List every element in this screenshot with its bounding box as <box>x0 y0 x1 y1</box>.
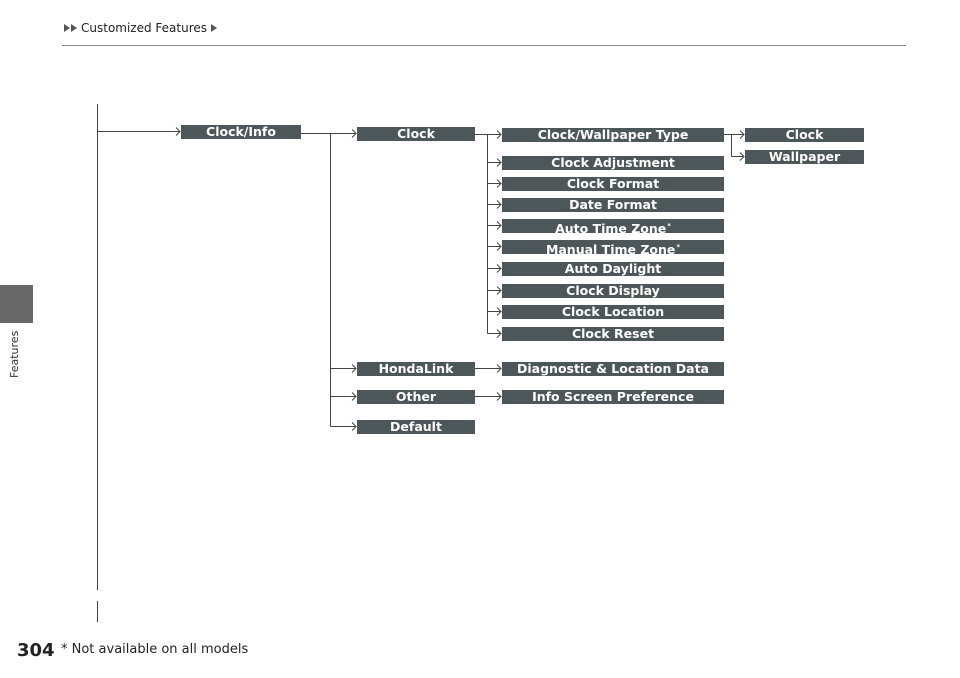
arrow-right-icon <box>211 24 218 32</box>
menu-manual-time-zone-label: Manual Time Zone <box>545 242 676 255</box>
menu-clock-location: Clock Location <box>502 305 724 319</box>
asterisk-mark: * <box>667 222 671 230</box>
menu-other: Other <box>357 390 475 404</box>
menu-clock-display: Clock Display <box>502 284 724 298</box>
menu-clock-adjustment: Clock Adjustment <box>502 156 724 170</box>
menu-default: Default <box>357 420 475 434</box>
menu-auto-time-zone: Auto Time Zone* <box>502 219 724 233</box>
menu-info-screen-preference: Info Screen Preference <box>502 390 724 404</box>
arrow-right-icon <box>71 24 77 32</box>
menu-auto-daylight: Auto Daylight <box>502 262 724 276</box>
section-tab-marker <box>0 285 33 323</box>
menu-clock-wallpaper-type: Clock/Wallpaper Type <box>502 128 724 142</box>
page-number: 304 <box>17 640 55 661</box>
asterisk-mark: * <box>676 243 681 251</box>
menu-auto-time-zone-label: Auto Time Zone <box>555 221 667 234</box>
menu-date-format: Date Format <box>502 198 724 212</box>
menu-root-clock-info: Clock/Info <box>181 125 301 139</box>
menu-wallpaper-type-clock: Clock <box>745 128 864 142</box>
arrow-right-icon <box>64 24 70 32</box>
menu-clock: Clock <box>357 127 475 141</box>
breadcrumb-label: Customized Features <box>81 21 208 35</box>
header-divider <box>62 45 906 46</box>
menu-manual-time-zone: Manual Time Zone* <box>502 240 724 254</box>
breadcrumb: Customized Features <box>64 20 218 36</box>
menu-clock-reset: Clock Reset <box>502 327 724 341</box>
footnote: * Not available on all models <box>61 642 249 657</box>
menu-wallpaper-type-wallpaper: Wallpaper <box>745 150 864 164</box>
menu-clock-format: Clock Format <box>502 177 724 191</box>
menu-diagnostic-location-data: Diagnostic & Location Data <box>502 362 724 376</box>
menu-hondalink: HondaLink <box>357 362 475 376</box>
